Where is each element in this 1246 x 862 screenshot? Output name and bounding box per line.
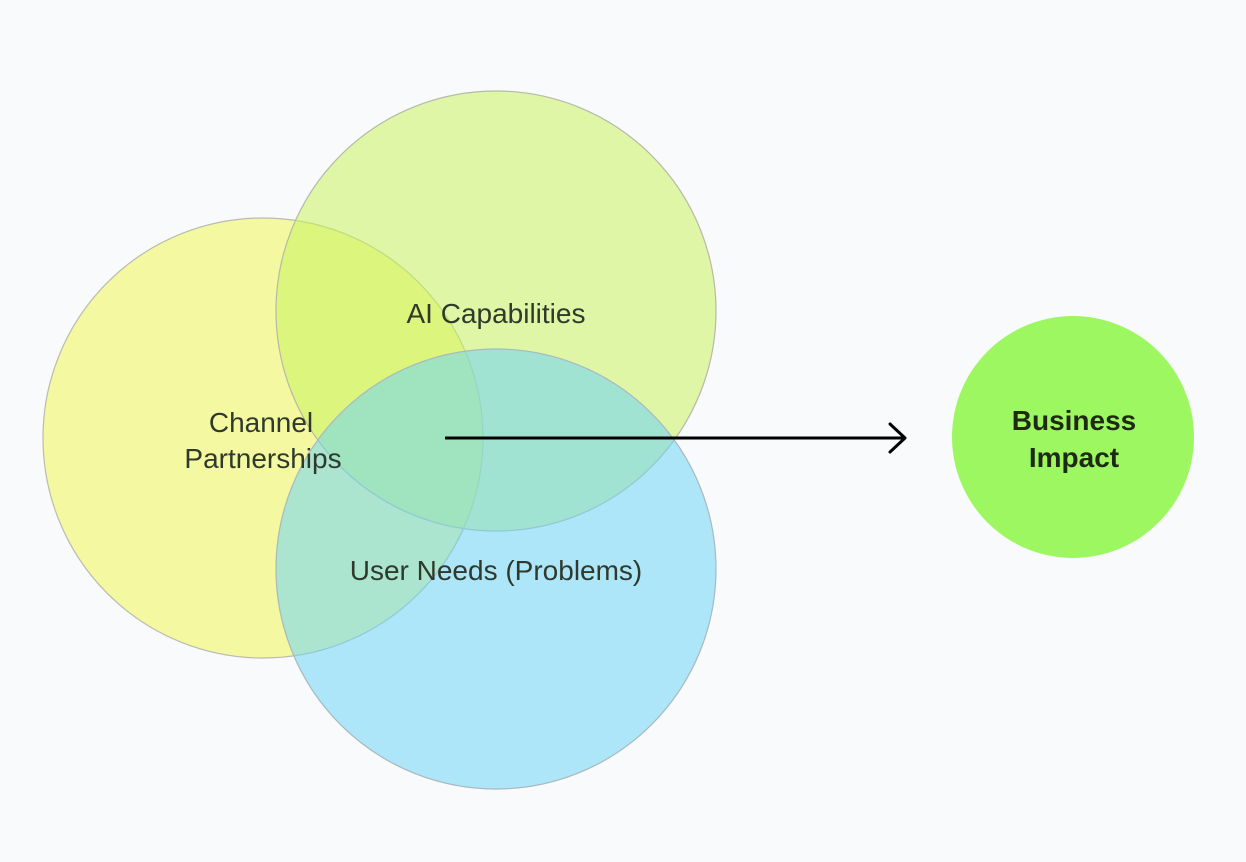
business-impact-label-line1: Business [1012, 405, 1137, 436]
channel-partnerships-label-line1: Channel [209, 407, 313, 438]
business-impact-label-line2: Impact [1029, 442, 1119, 473]
channel-partnerships-label-line2: Partnerships [184, 443, 341, 474]
business-impact-circle [952, 316, 1194, 558]
user-needs-label: User Needs (Problems) [350, 555, 643, 586]
arrow-head-icon [888, 422, 907, 454]
ai-capabilities-label: AI Capabilities [407, 298, 586, 329]
user-needs-circle [275, 348, 717, 790]
